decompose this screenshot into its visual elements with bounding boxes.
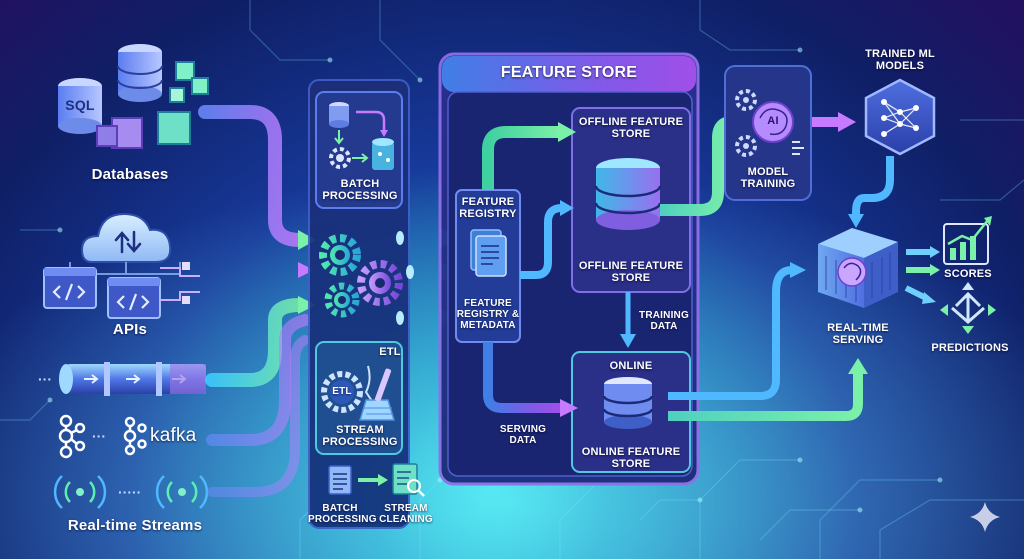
- svg-text:···: ···: [92, 428, 106, 444]
- stream-processing-label: STREAM PROCESSING: [322, 424, 398, 449]
- online-database-icon: [602, 377, 654, 429]
- stream-pipe-icon: ···: [38, 362, 206, 396]
- etl-tag: ETL: [379, 346, 401, 358]
- apis-label: APIs: [112, 321, 148, 338]
- neural-network-icon: [864, 78, 936, 156]
- document-icon: [328, 465, 352, 495]
- scores-label: SCORES: [944, 268, 992, 280]
- offline-store-sub: OFFLINE FEATURE STORE: [578, 260, 684, 285]
- predictions-label: PREDICTIONS: [931, 342, 1009, 354]
- kafka-text: kafka: [150, 425, 197, 446]
- bottom-batch-processing-label: BATCH PROCESSING: [308, 503, 377, 526]
- etl-icon-text: ETL: [332, 386, 352, 397]
- model-training-label: MODEL TRAINING: [740, 166, 796, 191]
- offline-store-title: OFFLINE FEATURE STORE: [578, 116, 684, 141]
- predictions-icon: [940, 282, 996, 334]
- svg-text:·····: ·····: [118, 484, 141, 500]
- bottom-stream-cleaning-label: STREAM CLEANING: [379, 503, 433, 526]
- ai-badge: AI: [767, 115, 779, 127]
- training-data-label: TRAINING DATA: [639, 310, 689, 333]
- svg-text:···: ···: [38, 371, 52, 387]
- offline-database-icon: [594, 158, 662, 230]
- sql-text: SQL: [65, 97, 95, 113]
- trained-models-label: TRAINED ML MODELS: [865, 48, 935, 73]
- serving-data-label: SERVING DATA: [499, 424, 547, 447]
- chart-icon: [943, 216, 992, 265]
- code-window-icon: [43, 267, 161, 319]
- databases-label: Databases: [91, 166, 169, 183]
- cloud-icon: [69, 212, 181, 275]
- online-store-sub: ONLINE FEATURE STORE: [581, 446, 681, 471]
- registry-icon: [470, 229, 507, 277]
- kafka-icon: [58, 414, 147, 459]
- database-icon: [58, 44, 209, 149]
- real-time-serving-label: REAL-TIME SERVING: [827, 322, 889, 347]
- batch-processing-icon: [329, 102, 394, 170]
- batch-processing-label: BATCH PROCESSING: [322, 178, 398, 203]
- feature-store-title: FEATURE STORE: [500, 64, 638, 81]
- feature-registry-sub: FEATURE REGISTRY & METADATA: [456, 298, 520, 332]
- real-time-streams-label: Real-time Streams: [67, 517, 203, 534]
- model-training-icon: [735, 89, 804, 157]
- gear-icon: [319, 234, 403, 318]
- signal-icon: [53, 475, 209, 509]
- etl-icon: [321, 365, 396, 421]
- online-store-title: ONLINE: [609, 360, 653, 372]
- feature-registry-title: FEATURE REGISTRY: [459, 196, 517, 221]
- cleaning-icon: [392, 463, 425, 497]
- serving-cube-icon: [818, 228, 898, 308]
